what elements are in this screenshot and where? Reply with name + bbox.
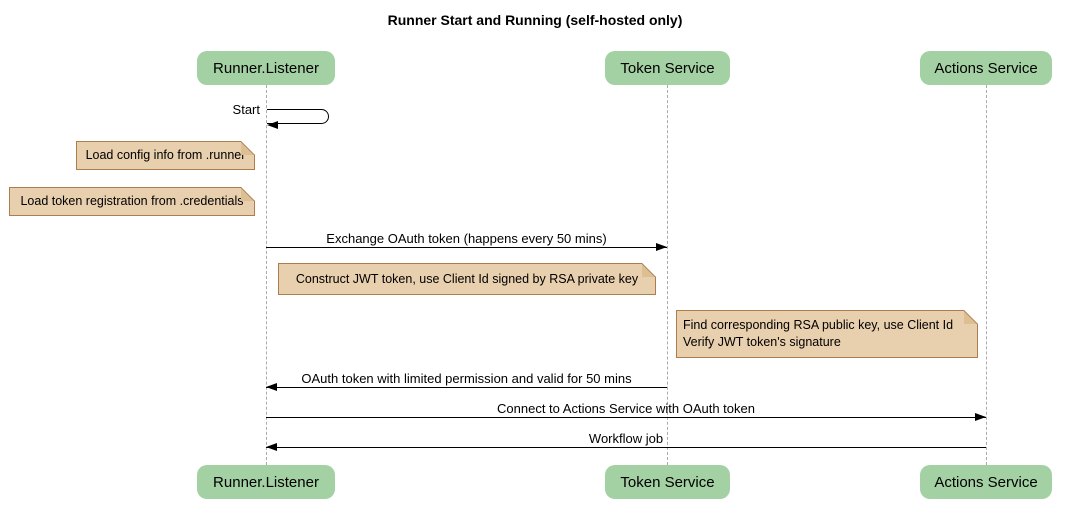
message-line — [266, 417, 986, 418]
participant-runner-listener-bottom: Runner.Listener — [197, 465, 335, 499]
message-label: Start — [232, 102, 260, 117]
self-message-loop — [267, 109, 329, 124]
diagram-title: Runner Start and Running (self-hosted on… — [387, 12, 683, 28]
message-label: Connect to Actions Service with OAuth to… — [497, 401, 755, 416]
message-line — [266, 387, 667, 388]
note-fold-icon — [241, 187, 255, 201]
arrowhead-left-icon — [267, 121, 278, 129]
note-load-config: Load config info from .runner — [76, 141, 255, 170]
participant-actions-service-top: Actions Service — [920, 51, 1052, 85]
participant-runner-listener-top: Runner.Listener — [197, 51, 335, 85]
message-label: OAuth token with limited permission and … — [301, 371, 632, 386]
note-fold-icon — [241, 141, 255, 155]
participant-token-service-bottom: Token Service — [605, 465, 730, 499]
note-fold-icon — [642, 263, 656, 277]
arrowhead-left-icon — [266, 443, 277, 451]
participant-token-service-top: Token Service — [605, 51, 730, 85]
lifeline-runner-listener — [266, 85, 267, 465]
note-verify-jwt: Find corresponding RSA public key, use C… — [676, 310, 978, 358]
note-fold-icon — [964, 310, 978, 324]
message-label: Workflow job — [588, 431, 664, 446]
arrowhead-right-icon — [656, 243, 667, 251]
note-load-token-registration: Load token registration from .credential… — [9, 187, 255, 216]
note-line: Construct JWT token, use Client Id signe… — [295, 271, 639, 286]
arrowhead-right-icon — [975, 413, 986, 421]
participant-actions-service-bottom: Actions Service — [920, 465, 1052, 499]
arrowhead-left-icon — [266, 383, 277, 391]
message-line — [266, 247, 667, 248]
note-line: Load token registration from .credential… — [20, 194, 244, 208]
lifeline-actions-service — [986, 85, 987, 465]
message-line — [266, 447, 986, 448]
lifeline-token-service — [667, 85, 668, 465]
note-line: Load config info from .runner — [85, 148, 246, 162]
message-label: Exchange OAuth token (happens every 50 m… — [326, 231, 607, 246]
note-construct-jwt: Construct JWT token, use Client Id signe… — [278, 263, 656, 295]
note-line: Find corresponding RSA public key, use C… — [683, 318, 954, 332]
note-line: Verify JWT token's signature — [683, 335, 841, 349]
